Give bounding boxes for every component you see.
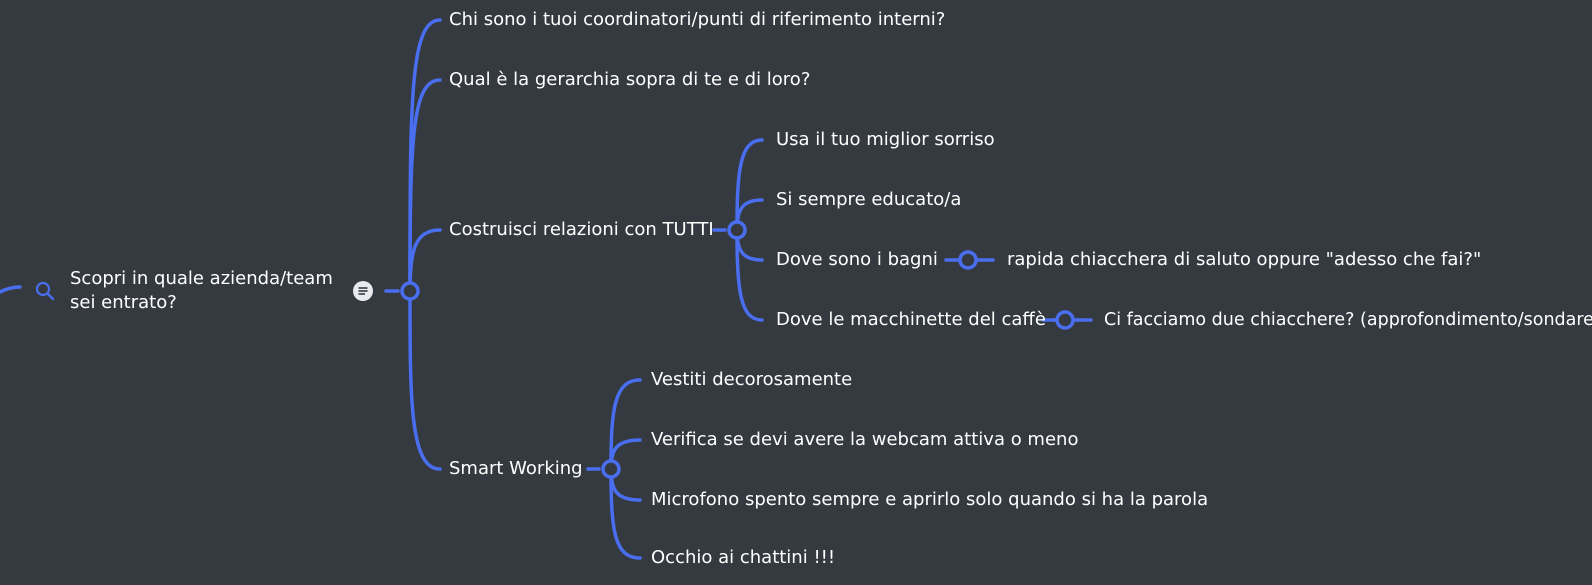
node-chattini[interactable]: Occhio ai chattini !!! (651, 547, 836, 568)
node-vestiti[interactable]: Vestiti decorosamente (651, 369, 853, 390)
node-coordinatori[interactable]: Chi sono i tuoi coordinatori/punti di ri… (449, 9, 946, 30)
node-bagni[interactable]: Dove sono i bagni (776, 249, 938, 270)
connector-branch-3 (408, 228, 442, 293)
node-costruisci-relazioni[interactable]: Costruisci relazioni con TUTTI (449, 219, 714, 240)
note-icon[interactable] (353, 281, 373, 301)
hub-caffe[interactable] (1055, 310, 1075, 330)
hub-root[interactable] (400, 281, 420, 301)
node-chiacchera-saluto[interactable]: rapida chiacchera di saluto oppure "ades… (1007, 249, 1482, 270)
node-due-chiacchere[interactable]: Ci facciamo due chiacchere? (approfondim… (1104, 310, 1592, 330)
node-educato[interactable]: Si sempre educato/a (776, 189, 962, 210)
connector-branch-2 (408, 78, 442, 293)
hub-bagni[interactable] (958, 250, 978, 270)
hub-smart[interactable] (601, 459, 621, 479)
root-node-label[interactable]: Scopri in quale azienda/team sei entrato… (70, 268, 333, 313)
node-macchinette[interactable]: Dove le macchinette del caffè (776, 309, 1046, 330)
node-webcam[interactable]: Verifica se devi avere la webcam attiva … (651, 429, 1079, 450)
node-sorriso[interactable]: Usa il tuo miglior sorriso (776, 129, 995, 150)
search-icon (34, 280, 56, 302)
connector-smart-1 (609, 378, 642, 471)
node-gerarchia[interactable]: Qual è la gerarchia sopra di te e di lor… (449, 69, 811, 90)
connector-incoming (0, 285, 22, 294)
node-smart-working[interactable]: Smart Working (449, 458, 583, 479)
connector-relazioni-1 (735, 138, 764, 232)
node-microfono[interactable]: Microfono spento sempre e aprirlo solo q… (651, 489, 1209, 510)
connector-branch-4 (408, 289, 442, 471)
hub-relazioni[interactable] (727, 220, 747, 240)
connector-smart-4 (609, 467, 642, 560)
connector-relazioni-4 (735, 228, 764, 322)
